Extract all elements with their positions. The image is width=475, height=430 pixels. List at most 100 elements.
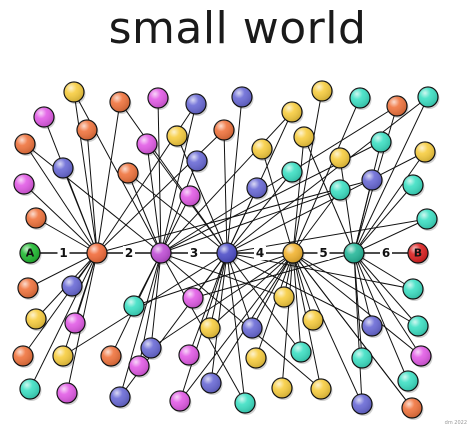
network-node [76,119,99,142]
network-node [109,386,132,409]
network-edge [292,90,323,254]
network-node [251,138,274,161]
network-edge [292,252,419,327]
network-edge [353,252,422,357]
network-node [397,370,420,393]
network-edge [127,172,162,254]
network-edge [29,252,98,390]
network-edge [24,143,98,254]
step-label-bg [254,246,266,260]
network-edge [179,252,294,402]
network-edge [292,252,363,405]
network-edge [127,172,228,254]
network-edge [96,101,121,254]
network-node [361,315,384,338]
network-node [13,173,36,196]
network-edge [255,252,294,359]
network-edge [157,97,162,254]
network-edge [226,171,293,254]
network-node [273,286,296,309]
network-node [14,133,37,156]
start-node-label: A [26,247,35,260]
network-edge [22,252,98,357]
network-edge [73,91,98,254]
network-edge [353,96,429,254]
network-edge [353,252,409,382]
network-edge [150,252,294,349]
network-node [246,177,269,200]
hub-node-4 [282,242,305,265]
network-edge [160,111,293,254]
network-node [386,95,409,118]
network-node [241,317,264,340]
step-label-1: 1 [59,246,67,260]
network-node [140,337,163,360]
network-node [245,347,268,370]
network-node [416,208,439,231]
network-edge [353,179,373,254]
network-node [311,80,334,103]
network-node [329,147,352,170]
network-edge [292,252,413,409]
network-node [56,382,79,405]
network-node [25,207,48,230]
step-label-4: 4 [256,246,264,260]
network-node [185,93,208,116]
network-node [407,315,430,338]
network-edge [160,103,197,254]
network-edge [62,252,98,357]
network-edge [261,148,294,254]
network-node [410,345,433,368]
network-edge [226,151,426,254]
network-node [401,397,424,420]
network-edge [150,252,162,349]
network-node [166,125,189,148]
network-node [402,174,425,197]
network-edge [62,167,98,254]
network-edge [146,143,162,254]
network-node [234,392,257,415]
network-node [351,393,374,416]
network-edge [292,252,314,321]
network-node [349,87,372,110]
network-node [100,345,123,368]
network-edge [226,187,258,254]
network-node [199,317,222,340]
network-node [109,91,132,114]
network-node [63,81,86,104]
network-edge [62,252,228,357]
network-edge [27,252,98,289]
network-edge [251,252,294,329]
network-node [290,341,313,364]
network-edge [226,252,302,353]
diagram-title: small world [108,3,367,54]
step-label-bg [188,246,200,260]
step-label-3: 3 [190,246,198,260]
step-label-bg [57,246,70,260]
network-edge [23,183,98,254]
network-edge [292,252,422,357]
network-edge [226,96,429,254]
network-edge [303,136,355,254]
network-node [182,287,205,310]
network-edge [223,129,228,254]
end-node [407,242,430,265]
network-node [231,86,254,109]
credit-text: dm 2022 [444,420,467,426]
network-node [123,295,146,318]
end-node-label: B [414,247,422,260]
network-edge [188,252,228,356]
network-node [186,150,209,173]
network-edge [119,252,162,398]
network-node [17,277,40,300]
network-node [136,133,159,156]
network-edge [160,189,341,254]
network-edge [96,129,225,254]
network-edge [292,136,305,254]
network-node [179,185,202,208]
network-edge [353,184,414,254]
network-node [293,126,316,149]
network-edge [133,252,294,307]
network-node [147,87,170,110]
